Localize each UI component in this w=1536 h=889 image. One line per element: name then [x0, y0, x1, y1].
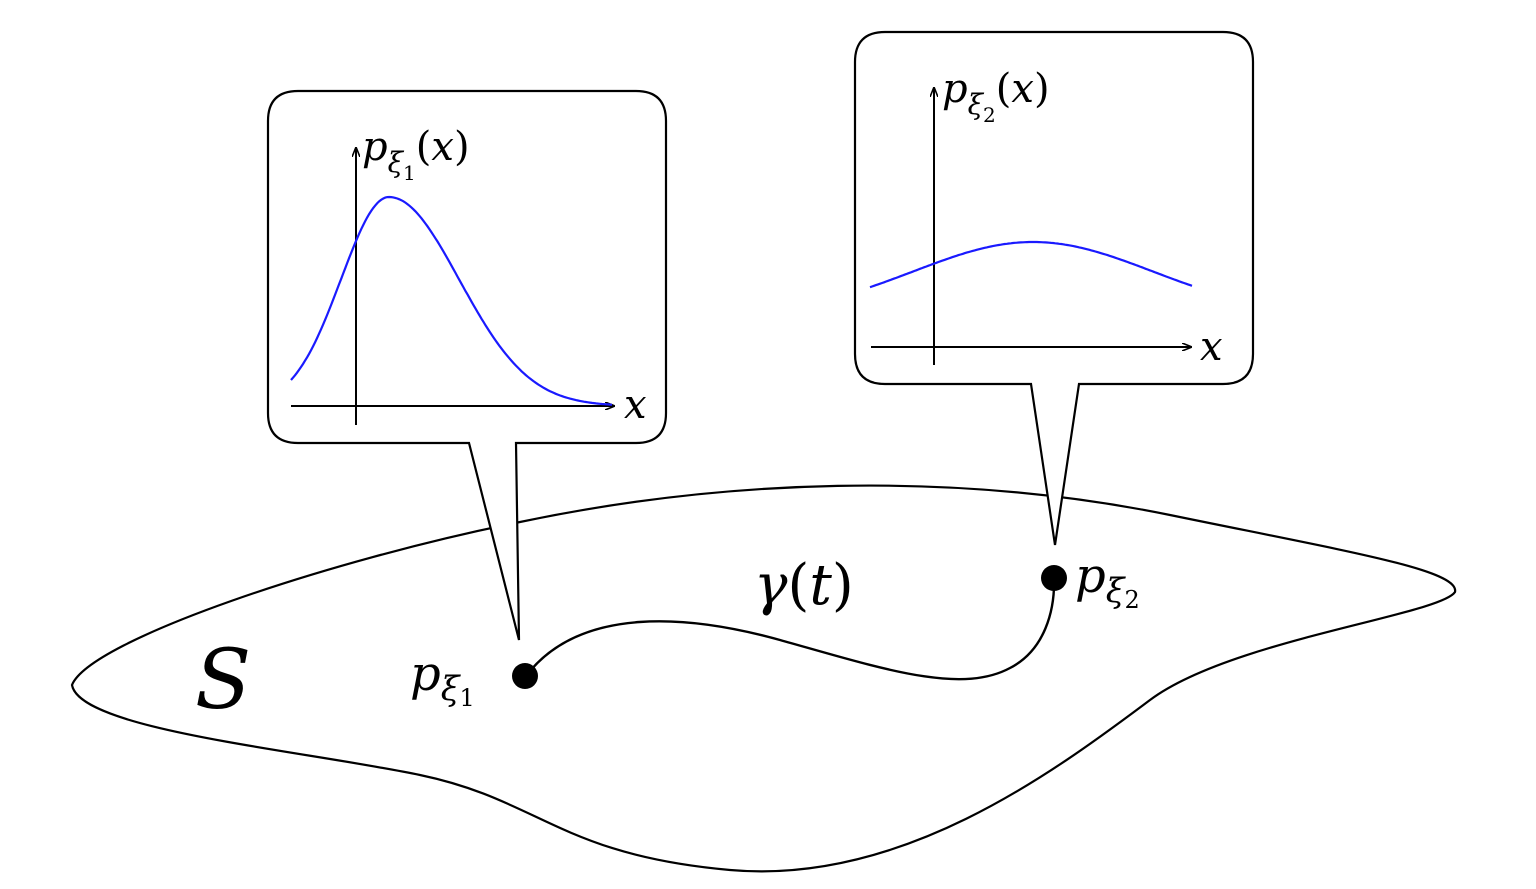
gamma-label: γ(t) [754, 553, 854, 618]
callout-1: pξ1(x) x [266, 89, 668, 641]
point-p-xi1 [512, 663, 538, 689]
point-1-label: pξ1 [410, 646, 475, 712]
callout-2: pξ2(x) x [853, 30, 1255, 546]
callout-2-density-curve [869, 240, 1193, 289]
callout-2-bubble [853, 30, 1255, 546]
callout-1-y-axis-label: pξ1(x) [362, 124, 470, 185]
gamma-curve [525, 577, 1056, 681]
callout-1-density-curve [290, 195, 613, 406]
point-2-label: pξ2 [1075, 548, 1140, 614]
callout-1-x-axis-label: x [624, 382, 647, 428]
point-p-xi2 [1041, 565, 1067, 591]
manifold-label: S [195, 633, 251, 728]
callout-2-x-axis-label: x [1200, 324, 1223, 370]
callout-1-bubble [266, 89, 668, 641]
manifold-outline [70, 484, 1457, 873]
callout-2-y-axis-label: pξ2(x) [942, 66, 1050, 127]
